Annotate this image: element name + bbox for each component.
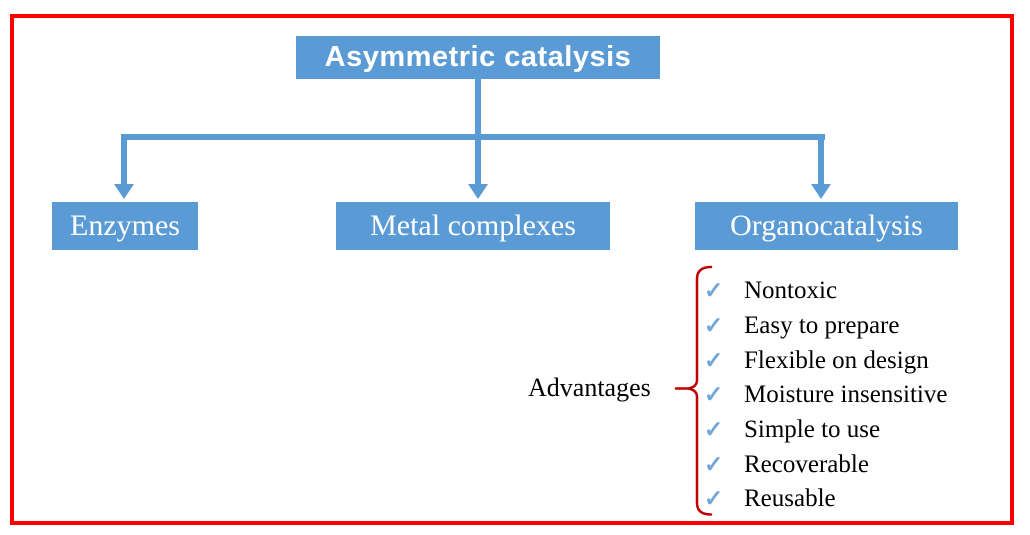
advantage-item-label: Flexible on design	[744, 346, 929, 374]
advantage-item-label: Recoverable	[744, 450, 869, 478]
checkmark-icon: ✓	[704, 278, 724, 304]
arrowhead-enzymes-icon	[114, 184, 134, 199]
checkmark-icon: ✓	[704, 417, 724, 443]
node-asymmetric-catalysis: Asymmetric catalysis	[296, 36, 660, 79]
node-metal-complexes-label: Metal complexes	[370, 209, 576, 242]
advantage-item: ✓ Recoverable	[704, 447, 947, 482]
checkmark-icon: ✓	[704, 347, 724, 373]
advantage-item-label: Nontoxic	[744, 277, 838, 305]
red-border-frame	[10, 14, 1014, 525]
advantage-item: ✓ Easy to prepare	[704, 309, 947, 344]
advantage-item: ✓ Reusable	[704, 482, 947, 517]
node-enzymes: Enzymes	[52, 202, 198, 250]
advantage-item: ✓ Flexible on design	[704, 343, 947, 378]
advantage-item-label: Reusable	[744, 485, 836, 513]
arrowhead-metal-complexes-icon	[468, 184, 488, 199]
node-asymmetric-catalysis-label: Asymmetric catalysis	[324, 41, 632, 73]
advantages-list: ✓ Nontoxic ✓ Easy to prepare ✓ Flexible …	[704, 274, 947, 517]
advantage-item: ✓ Moisture insensitive	[704, 378, 947, 413]
arrowhead-organocatalysis-icon	[811, 184, 831, 199]
advantage-item-label: Easy to prepare	[744, 312, 900, 340]
checkmark-icon: ✓	[704, 382, 724, 408]
advantage-item-label: Moisture insensitive	[744, 381, 948, 409]
node-organocatalysis-label: Organocatalysis	[730, 209, 923, 242]
node-metal-complexes: Metal complexes	[336, 202, 610, 250]
advantage-item: ✓ Simple to use	[704, 413, 947, 448]
checkmark-icon: ✓	[704, 486, 724, 512]
checkmark-icon: ✓	[704, 451, 724, 477]
advantage-item-label: Simple to use	[744, 416, 881, 444]
checkmark-icon: ✓	[704, 313, 724, 339]
advantages-label: Advantages	[528, 373, 651, 402]
node-organocatalysis: Organocatalysis	[695, 202, 958, 250]
advantage-item: ✓ Nontoxic	[704, 274, 947, 309]
node-enzymes-label: Enzymes	[70, 209, 180, 242]
